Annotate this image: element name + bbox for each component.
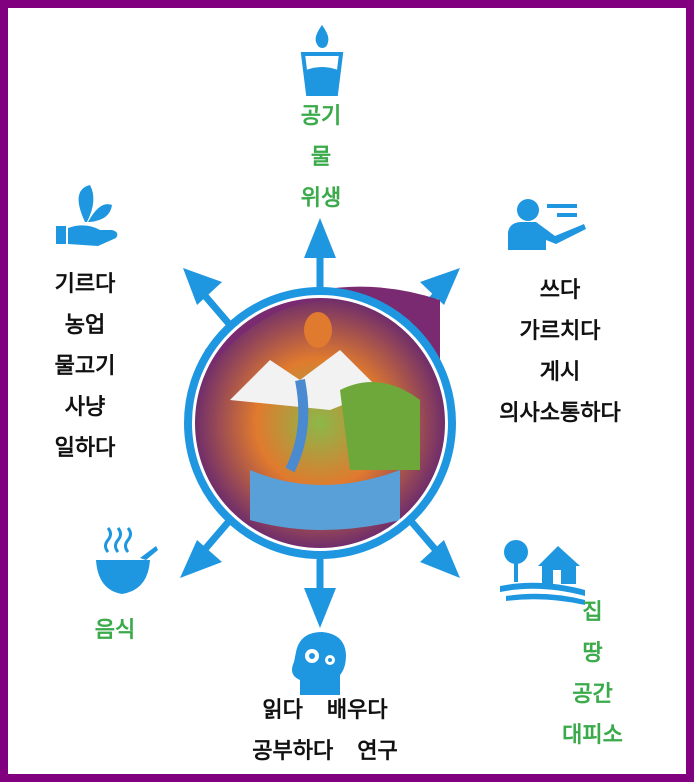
bottom-labels: 읽다 배우다 공부하다 연구 — [220, 690, 430, 772]
arrow-up — [304, 218, 336, 290]
label: 물고기 — [54, 354, 116, 379]
label: 농업 — [64, 313, 106, 338]
label-row: 읽다 배우다 — [220, 690, 430, 731]
label: 의사소통하다 — [499, 401, 621, 426]
head-gears-icon — [292, 632, 346, 695]
label: 쓰다 — [539, 278, 581, 303]
label: 읽다 — [262, 698, 303, 723]
top-left-labels: 기르다 농업 물고기 사냥 일하다 — [40, 264, 130, 469]
label: 일하다 — [54, 436, 116, 461]
label: 음식 — [94, 618, 136, 643]
top-labels: 공기 물 위생 — [285, 96, 357, 219]
food-bowl-icon — [96, 527, 158, 594]
label: 가르치다 — [519, 319, 601, 344]
label: 배우다 — [326, 698, 388, 723]
arrow-down-right — [407, 517, 460, 578]
label: 위생 — [300, 186, 342, 211]
house-tree-icon — [500, 540, 585, 605]
label: 땅 — [582, 641, 603, 666]
bottom-right-labels: 집 땅 공간 대피소 — [545, 592, 640, 756]
arrow-down-left — [180, 517, 233, 578]
arrows — [180, 218, 460, 628]
teacher-icon — [508, 199, 586, 250]
label: 공간 — [572, 682, 613, 707]
label: 게시 — [539, 360, 581, 385]
label: 집 — [582, 600, 603, 625]
label-row: 공부하다 연구 — [220, 731, 430, 772]
earth-painting — [184, 286, 456, 559]
label: 기르다 — [54, 272, 116, 297]
arrow-down — [304, 556, 336, 628]
label: 공기 — [300, 104, 342, 129]
label: 대피소 — [562, 723, 623, 748]
top-right-labels: 쓰다 가르치다 게시 의사소통하다 — [465, 270, 655, 434]
water-glass-icon — [300, 25, 344, 96]
arrow-up-left — [183, 268, 233, 328]
label: 물 — [310, 145, 332, 170]
plant-hand-icon — [56, 185, 118, 246]
label: 연구 — [357, 739, 398, 764]
label: 사냥 — [64, 395, 106, 420]
label: 공부하다 — [252, 739, 334, 764]
bottom-left-labels: 음식 — [75, 610, 155, 651]
